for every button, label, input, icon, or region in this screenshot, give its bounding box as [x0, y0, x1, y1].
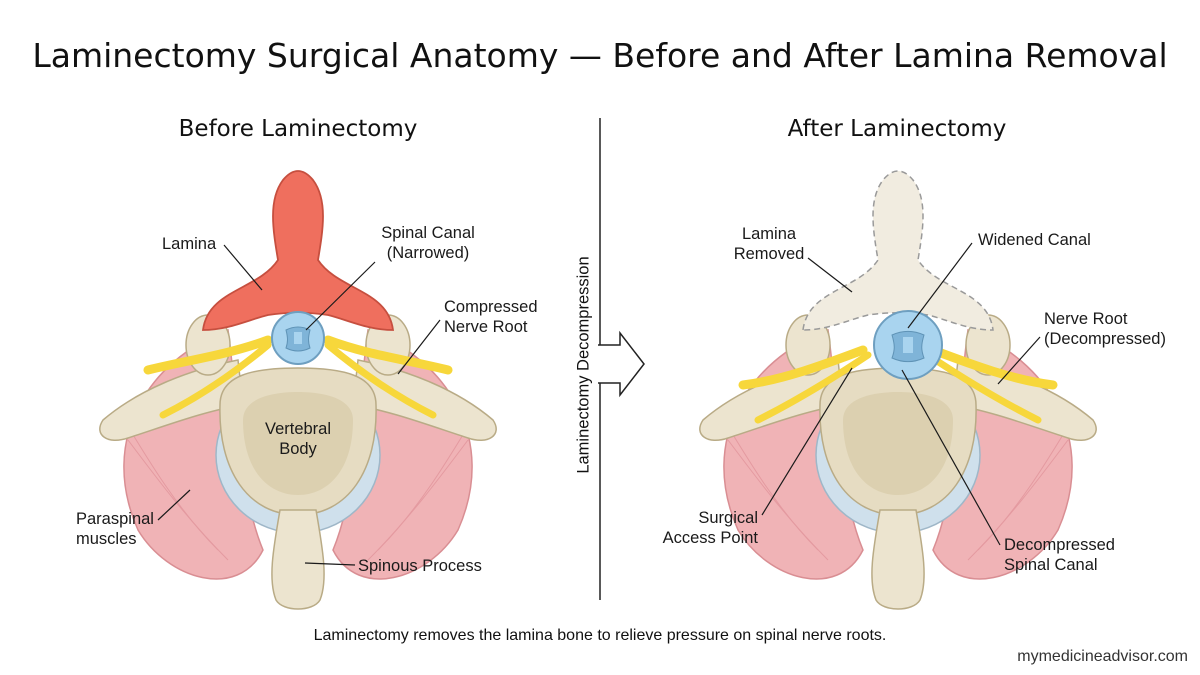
label-lamina-removed: Lamina Removed: [726, 224, 812, 264]
label-compressed-nerve-root: Compressed Nerve Root: [444, 297, 538, 337]
divider-label-text: Laminectomy Decompression: [574, 256, 593, 474]
label-spinal-canal-line1: Spinal Canal: [381, 224, 475, 242]
label-lamina-removed-line1: Lamina: [741, 225, 797, 243]
after-panel-title: After Laminectomy: [787, 116, 1007, 142]
label-surgical-access-point: Surgical Access Point: [640, 508, 758, 548]
label-surgical-access-line1: Surgical: [698, 509, 758, 527]
label-lamina-removed-line2: Removed: [733, 245, 805, 263]
after-leader-lines: [761, 242, 1041, 546]
watermark: mymedicineadvisor.com: [1017, 648, 1188, 665]
label-decompressed-canal-line2: Spinal Canal: [1004, 556, 1098, 574]
label-surgical-access-line2: Access Point: [662, 529, 758, 547]
label-vertebral-body: Vertebral Body: [248, 419, 348, 459]
caption: Laminectomy removes the lamina bone to r…: [313, 627, 887, 644]
label-nerve-root-line2: (Decompressed): [1044, 330, 1166, 348]
label-spinal-canal-line2: (Narrowed): [386, 244, 470, 262]
page-title: Laminectomy Surgical Anatomy — Before an…: [32, 36, 1168, 75]
before-panel-title: Before Laminectomy: [178, 116, 418, 142]
label-spinous-process: Spinous Process: [358, 557, 482, 575]
before-leader-lines: [157, 244, 441, 566]
label-compressed-nerve-line1: Compressed: [444, 298, 538, 316]
arrow-icon: [598, 330, 645, 398]
label-vertebral-body-line1: Vertebral: [264, 420, 332, 438]
label-paraspinal-line2: muscles: [76, 530, 137, 548]
label-decompressed-spinal-canal: Decompressed Spinal Canal: [1004, 535, 1115, 575]
label-vertebral-body-line2: Body: [279, 440, 317, 458]
label-nerve-root-decompressed: Nerve Root (Decompressed): [1044, 309, 1166, 349]
label-widened-canal: Widened Canal: [978, 231, 1091, 249]
label-nerve-root-line1: Nerve Root: [1044, 310, 1128, 328]
label-decompressed-canal-line1: Decompressed: [1004, 536, 1115, 554]
label-paraspinal-muscles: Paraspinal muscles: [76, 509, 154, 549]
label-lamina: Lamina: [162, 235, 217, 253]
label-compressed-nerve-line2: Nerve Root: [444, 318, 528, 336]
label-spinal-canal: Spinal Canal (Narrowed): [378, 223, 478, 263]
label-paraspinal-line1: Paraspinal: [76, 510, 154, 528]
